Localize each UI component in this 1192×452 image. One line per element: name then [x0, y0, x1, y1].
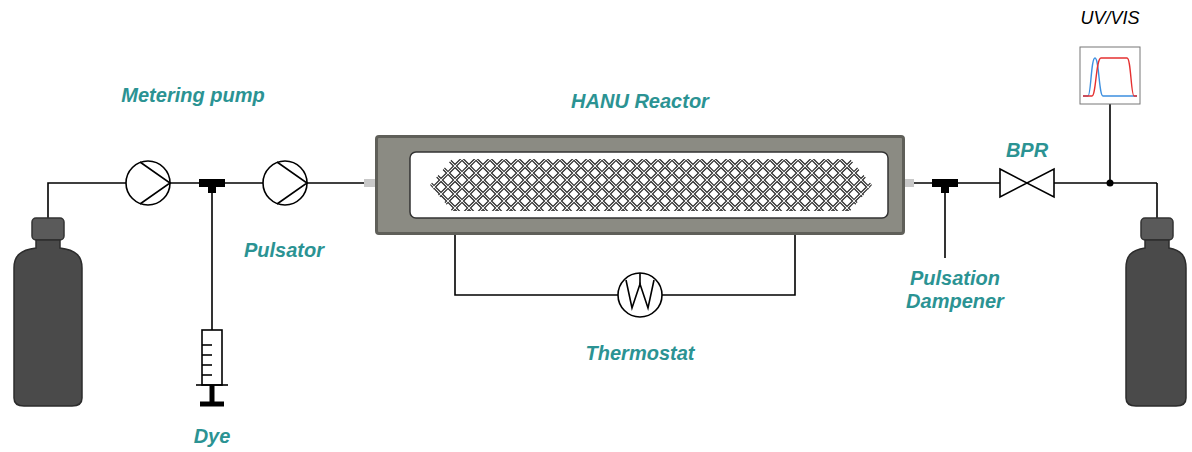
part-name: Metering pump	[108, 84, 278, 107]
reactor-title: HANU Reactor	[338, 90, 942, 113]
feed-bottle	[14, 218, 82, 406]
reactor-channel	[378, 138, 902, 232]
part-name: Pulsator	[224, 239, 344, 262]
detector-name: UV/VIS	[1065, 8, 1155, 29]
thermostat-symbol	[618, 273, 662, 317]
reactor-body: HANU Reactor	[375, 135, 905, 235]
part-name: BPR	[992, 139, 1062, 162]
part-name: Pulsation Dampener	[890, 267, 1020, 313]
pump-symbol	[263, 161, 307, 205]
syringe	[196, 330, 228, 404]
valve-symbol	[1000, 169, 1054, 197]
uv-vis-detector	[1080, 47, 1140, 104]
part-name: Dye	[172, 425, 252, 448]
tubing	[48, 104, 1157, 330]
collection-bottle	[1126, 218, 1186, 406]
dampener-line	[944, 183, 946, 258]
pump-symbol	[126, 161, 170, 205]
part-name: Thermostat	[570, 342, 710, 365]
